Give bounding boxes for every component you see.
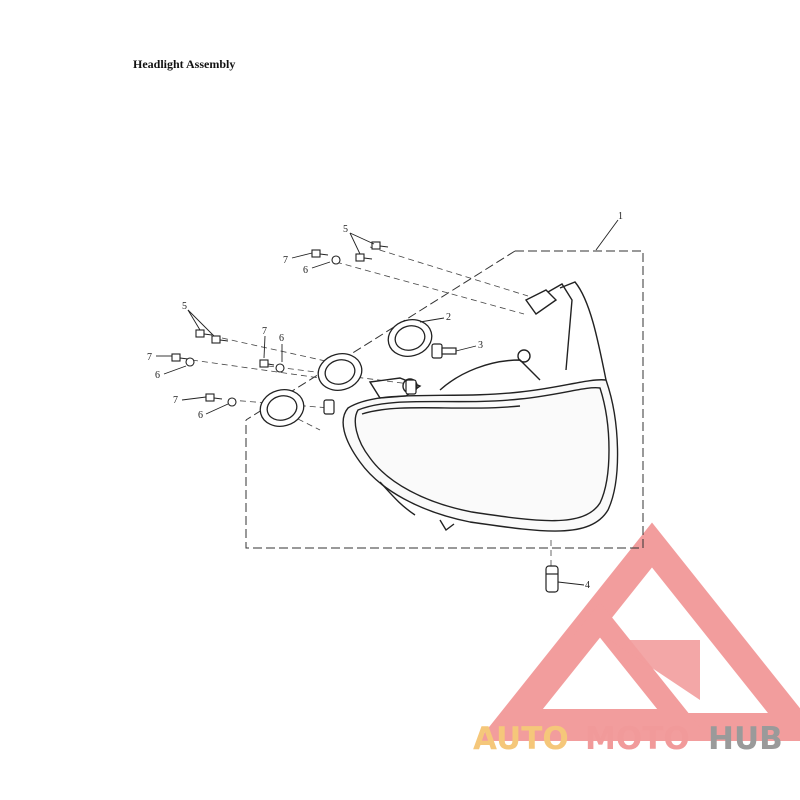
callout-6-left: 6: [155, 370, 160, 381]
headlight-housing: [342, 281, 619, 532]
watermark-logo: [477, 522, 800, 741]
callout-5-top: 5: [343, 224, 348, 235]
watermark-hub: HUB: [708, 721, 783, 757]
callout-6-middle: 6: [279, 333, 284, 344]
diagram-title: Headlight Assembly: [133, 57, 236, 71]
callout-leaders: [156, 219, 619, 586]
callout-6-top: 6: [303, 265, 308, 276]
headlight-bulbs: [323, 343, 457, 415]
watermark-moto: MOTO: [585, 721, 690, 757]
bulb-cover-rings: [259, 319, 433, 427]
callout-1: 1: [618, 211, 623, 222]
callout-4: 4: [585, 580, 590, 591]
callout-7-left: 7: [147, 352, 152, 363]
watermark-wordmark: AUTO MOTO HUB: [473, 721, 783, 757]
callout-2: 2: [446, 312, 451, 323]
callout-3: 3: [478, 340, 483, 351]
callout-labels: 1 2 3 4 5 5 6 6 6 6 7 7 7 7: [147, 211, 623, 591]
sidelight-bulb: [545, 565, 559, 593]
callout-6-bottom: 6: [198, 410, 203, 421]
callout-7-middle: 7: [262, 326, 267, 337]
callout-7-top: 7: [283, 255, 288, 266]
callout-7-bottom: 7: [173, 395, 178, 406]
callout-5-left: 5: [182, 301, 187, 312]
watermark-auto: AUTO: [473, 721, 569, 757]
